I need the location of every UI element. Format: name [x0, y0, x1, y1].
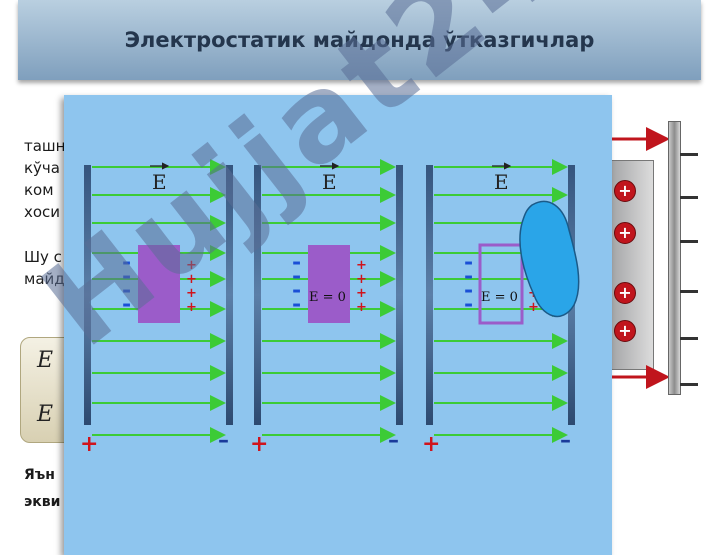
positive-charge-icon: + — [614, 180, 636, 202]
minus-sign-icon — [680, 290, 698, 293]
slide-title: Электростатик майдонда ўтказгичлар — [124, 28, 595, 52]
plate-minus-sign: – — [560, 427, 571, 453]
positive-charge-icon: + — [186, 272, 197, 287]
plate-minus-sign: – — [218, 427, 229, 453]
body-text-line: кўча — [24, 159, 60, 177]
minus-sign-icon — [680, 383, 698, 386]
body-text-line: хоси — [24, 203, 61, 221]
positive-charge-icon: + — [186, 258, 197, 273]
negative-charge-icon: - — [292, 263, 301, 289]
inner-field-label: E = 0 — [481, 290, 518, 305]
left-plate — [254, 165, 261, 425]
hollow-conductor-body — [478, 243, 524, 325]
left-plate — [426, 165, 433, 425]
negative-charge-icon: - — [122, 249, 131, 275]
positive-charge-icon: + — [614, 222, 636, 244]
body-text-line: ташн — [24, 137, 66, 155]
field-diagram: +–E-+-+-+-++–EE = 0-+-+-+-++–EE = 0-+-+-… — [80, 159, 580, 457]
positive-charge-icon: + — [356, 300, 367, 315]
field-label: E — [152, 170, 167, 194]
positive-charge-icon: + — [356, 286, 367, 301]
left-plate — [84, 165, 91, 425]
plate-plus-sign: + — [250, 431, 268, 457]
positive-charge-icon: + — [356, 272, 367, 287]
body-text-line: майд — [24, 270, 65, 288]
minus-sign-icon — [680, 153, 698, 156]
positive-charge-icon: + — [614, 282, 636, 304]
positive-charge-icon: + — [356, 258, 367, 273]
right-plate — [226, 165, 233, 425]
blob-conductor — [519, 200, 580, 318]
positive-charge-icon: + — [614, 320, 636, 342]
positive-charge-icon: + — [186, 286, 197, 301]
formula-line: E — [37, 348, 54, 373]
negative-charge-icon: - — [122, 263, 131, 289]
minus-sign-icon — [680, 196, 698, 199]
negative-charge-icon: - — [292, 249, 301, 275]
body-text-line: ком — [24, 181, 54, 199]
negative-charge-icon: - — [122, 277, 131, 303]
positive-charge-icon: + — [186, 300, 197, 315]
negative-charge-icon: - — [464, 263, 473, 289]
plate-plus-sign: + — [80, 431, 98, 457]
negative-charge-icon: - — [292, 277, 301, 303]
slide-header: Электростатик майдонда ўтказгичлар — [18, 0, 701, 80]
minus-sign-icon — [680, 240, 698, 243]
field-label: E — [322, 170, 337, 194]
bottom-text-line: Яън — [24, 467, 55, 483]
negative-charge-icon: - — [292, 291, 301, 317]
negative-charge-icon: - — [122, 291, 131, 317]
formula-line: E — [37, 402, 54, 427]
negative-charge-icon: - — [464, 277, 473, 303]
conductor-body — [138, 245, 180, 323]
negative-charge-icon: - — [464, 249, 473, 275]
conductor-field-figure: +–E-+-+-+-++–EE = 0-+-+-+-++–EE = 0-+-+-… — [64, 95, 612, 555]
minus-sign-icon — [680, 337, 698, 340]
positive-charge-icon: + — [528, 300, 539, 315]
conductor-body — [308, 245, 350, 323]
plate-plus-sign: + — [422, 431, 440, 457]
bottom-text-line: экви — [24, 494, 61, 510]
capacitor-plate — [668, 121, 681, 395]
field-label: E — [494, 170, 509, 194]
body-text-line: Шу с — [24, 248, 62, 266]
right-plate — [396, 165, 403, 425]
plate-minus-sign: – — [388, 427, 399, 453]
negative-charge-icon: - — [464, 291, 473, 317]
inner-field-label: E = 0 — [309, 290, 346, 305]
